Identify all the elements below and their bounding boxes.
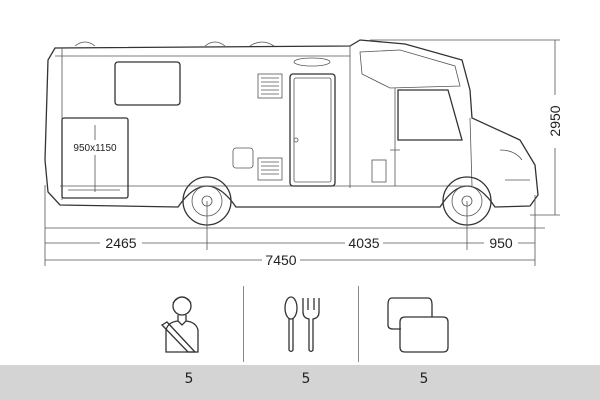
wheelbase-dimension: 4035 [348, 235, 379, 251]
garage-door-label: 950x1150 [73, 143, 117, 154]
alcove-lines [359, 49, 461, 89]
pillows-icon [387, 297, 449, 353]
spoon-fork-icon [284, 296, 320, 353]
entry-door [289, 73, 336, 187]
garage-door [61, 117, 129, 199]
front-overhang-dimension: 950 [489, 235, 513, 251]
berths-count: 5 [419, 371, 429, 387]
feature-counts-bar [0, 365, 600, 400]
height-dimension: 2950 [547, 105, 563, 136]
divider [243, 286, 244, 362]
cab-window [397, 89, 463, 141]
dimension-lines [44, 39, 560, 266]
divider [358, 286, 359, 362]
roof-line [55, 46, 470, 200]
vent-grilles [232, 57, 387, 183]
vehicle-body-outline [44, 39, 539, 208]
seats-count: 5 [184, 371, 194, 387]
dining-count: 5 [301, 371, 311, 387]
side-window [114, 61, 181, 106]
roof-equipment [74, 41, 275, 47]
seatbelt-person-icon [160, 296, 199, 353]
rear-overhang-dimension: 2465 [105, 235, 136, 251]
total-length-dimension: 7450 [265, 252, 296, 268]
